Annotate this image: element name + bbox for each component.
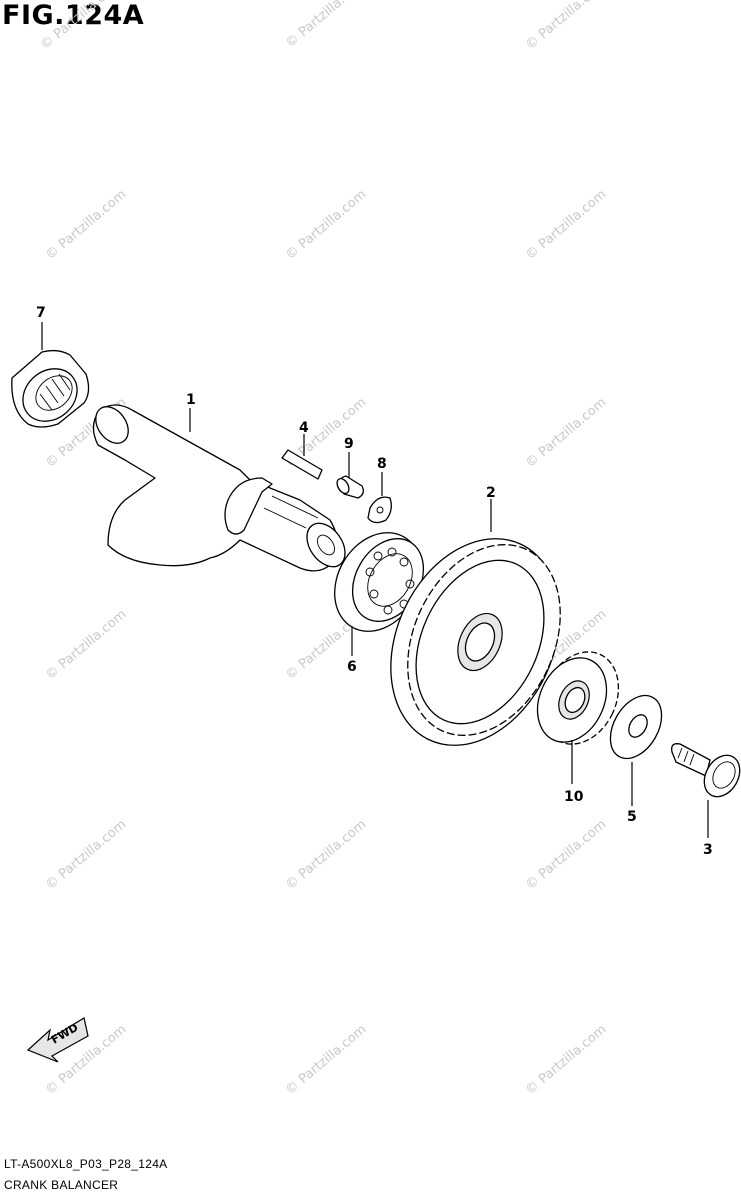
watermark: © Partzilla.com [523, 1022, 609, 1098]
callout-7: 7 [36, 305, 46, 321]
washer-drawing [609, 694, 663, 760]
watermark: © Partzilla.com [283, 817, 369, 893]
balancer-driven-gear-drawing [390, 538, 561, 746]
watermark: © Partzilla.com [523, 0, 609, 53]
leader-lines [41, 322, 709, 838]
watermark: © Partzilla.com [283, 187, 369, 263]
watermark: © Partzilla.com [283, 0, 369, 51]
watermark: © Partzilla.com [523, 187, 609, 263]
callout-1: 1 [186, 392, 196, 408]
callout-3: 3 [703, 842, 713, 858]
callout-10: 10 [564, 789, 584, 805]
watermark: © Partzilla.com [283, 1022, 369, 1098]
lock-washer-drawing [367, 496, 392, 524]
scissor-gear-drawing [536, 651, 620, 745]
callout-9: 9 [344, 436, 354, 452]
reference-code: LT-A500XL8_P03_P28_124A [4, 1157, 168, 1171]
callout-2: 2 [486, 485, 496, 501]
screw-drawing [336, 475, 364, 499]
callout-8: 8 [377, 456, 387, 472]
needle-bearing-drawing [11, 349, 90, 428]
watermark: © Partzilla.com [43, 187, 129, 263]
balancer-shaft-drawing [92, 404, 346, 572]
section-name: CRANK BALANCER [4, 1178, 119, 1192]
callout-labels: 7 1 4 9 8 2 6 10 5 3 [36, 305, 713, 858]
callout-4: 4 [299, 420, 309, 436]
watermark: © Partzilla.com [43, 607, 129, 683]
watermark: © Partzilla.com [523, 395, 609, 471]
ball-bearing-drawing [334, 532, 425, 632]
watermark: © Partzilla.com [523, 817, 609, 893]
callout-6: 6 [347, 659, 357, 675]
flange-bolt-drawing [671, 743, 741, 798]
watermark: © Partzilla.com [38, 0, 124, 53]
callout-5: 5 [627, 809, 637, 825]
figure-title: FIG.124A [2, 0, 145, 31]
watermark: © Partzilla.com [43, 817, 129, 893]
key-drawing [281, 449, 323, 480]
